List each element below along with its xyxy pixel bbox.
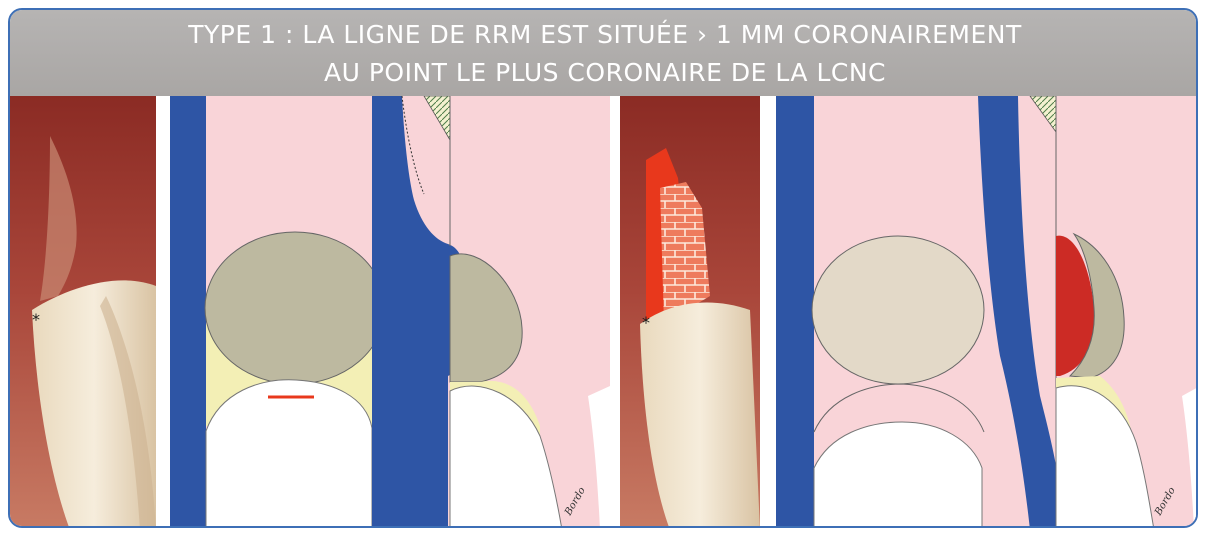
schematic-1: Bordo [156, 96, 610, 528]
figure-frame: TYPE 1 : LA LIGNE DE RRM EST SITUÉE › 1 … [8, 8, 1198, 528]
title-line-1: TYPE 1 : LA LIGNE DE RRM EST SITUÉE › 1 … [10, 20, 1198, 49]
blue-bar-left [170, 96, 206, 528]
asterisk-marker-2: * [642, 313, 650, 332]
blue-bar-left-2 [776, 96, 814, 528]
clinical-photo-1: * [10, 96, 156, 528]
schematic-2: Bordo [776, 96, 1198, 528]
figure-panels: * [10, 96, 1198, 528]
lesion-circle-2 [812, 236, 984, 384]
tooth-crown-1 [206, 380, 372, 528]
lesion-circle-1 [205, 232, 385, 384]
title-band: TYPE 1 : LA LIGNE DE RRM EST SITUÉE › 1 … [10, 10, 1198, 96]
title-line-2: AU POINT LE PLUS CORONAIRE DE LA LCNC [10, 58, 1198, 87]
clinical-photo-2: * [620, 96, 760, 528]
asterisk-marker-1: * [32, 310, 40, 329]
